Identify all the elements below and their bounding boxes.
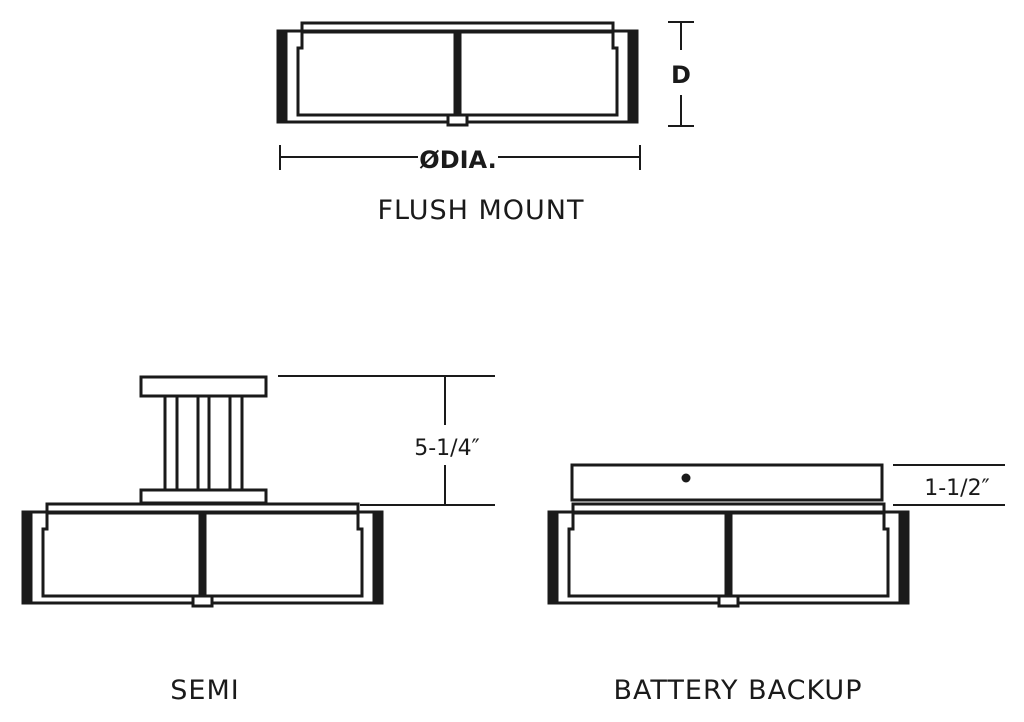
- battery-backup-view: 1-1/2″ BATTERY BACKUP: [547, 463, 1005, 706]
- semi-caption: SEMI: [170, 675, 239, 706]
- diameter-dimension: [279, 145, 641, 170]
- diameter-label: ØDIA.: [419, 146, 496, 174]
- battery-height-label: 1-1/2″: [924, 476, 990, 501]
- flush-mount-fixture: [276, 21, 639, 127]
- indicator-dot-icon: [681, 473, 691, 483]
- semi-view: 5-1/4″ SEMI: [21, 375, 495, 706]
- flush-mount-view: D ØDIA. FLUSH MOUNT: [276, 21, 694, 226]
- battery-housing: [570, 463, 884, 502]
- battery-backup-caption: BATTERY BACKUP: [614, 675, 863, 706]
- semi-stem: [139, 375, 268, 505]
- semi-height-label: 5-1/4″: [414, 436, 480, 461]
- semi-fixture: [21, 502, 384, 608]
- semi-height-dimension: [278, 375, 495, 506]
- depth-label: D: [671, 61, 691, 89]
- battery-backup-fixture: [547, 502, 910, 608]
- depth-dimension: [668, 21, 694, 127]
- flush-mount-caption: FLUSH MOUNT: [377, 195, 584, 226]
- battery-height-dimension: [893, 464, 1005, 506]
